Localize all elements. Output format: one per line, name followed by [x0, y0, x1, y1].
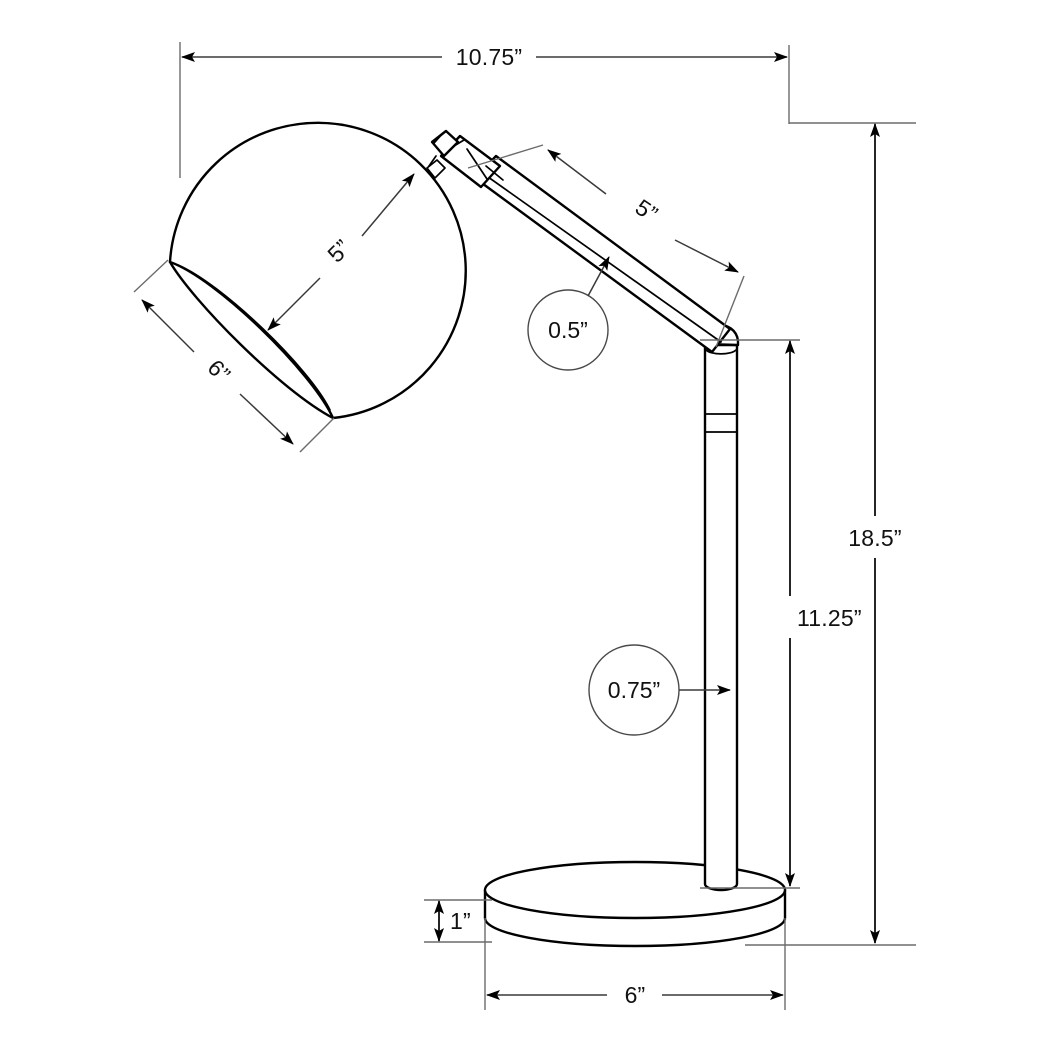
dim-line-arm-upper — [547, 149, 607, 195]
callout-bubble-arm — [527, 289, 609, 371]
dim-overall-width: 10.75” — [179, 42, 790, 178]
dim-line-rim-upper — [141, 299, 195, 353]
shade-hinge — [426, 129, 460, 179]
dim-label-post-height: 11.25” — [797, 605, 862, 631]
callout-arm-diameter: 0.5” — [527, 256, 610, 371]
dim-line-arm-lower — [674, 239, 739, 273]
ext-line-arm-bottom — [715, 275, 745, 348]
dim-label-base-height: 1” — [450, 908, 471, 934]
ext-line-rim-top — [133, 259, 169, 293]
dim-line-rim-lower — [239, 393, 294, 445]
dim-label-overall-width: 10.75” — [456, 44, 522, 70]
callout-post-diameter: 0.75” — [588, 644, 731, 736]
dim-overall-height: 18.5” — [745, 122, 916, 946]
vertical-post — [703, 343, 739, 892]
spherical-shade — [168, 121, 467, 420]
base-top-ellipse — [483, 860, 787, 920]
dim-post-height: 11.25” — [700, 339, 862, 889]
callout-label-arm-diameter: 0.5” — [548, 317, 588, 343]
dim-line-shade-lower — [267, 277, 321, 331]
ext-line-rim-bottom — [299, 417, 335, 453]
lamp-object — [168, 121, 787, 948]
dim-base-height: 1” — [424, 899, 492, 943]
lamp-base — [483, 860, 787, 948]
shade-rim-outer — [168, 260, 335, 420]
callout-leader-arm — [587, 256, 610, 297]
ext-line-arm-top — [467, 144, 544, 169]
dim-line-shade-upper — [361, 173, 415, 237]
dim-base-diameter: 6” — [484, 918, 786, 1010]
shade-sphere-outline — [168, 121, 467, 420]
dim-label-overall-height: 18.5” — [848, 525, 901, 551]
callout-label-post-diameter: 0.75” — [608, 677, 660, 703]
dim-label-base-diameter: 6” — [625, 982, 646, 1008]
shade-rim-highlight — [177, 264, 331, 411]
